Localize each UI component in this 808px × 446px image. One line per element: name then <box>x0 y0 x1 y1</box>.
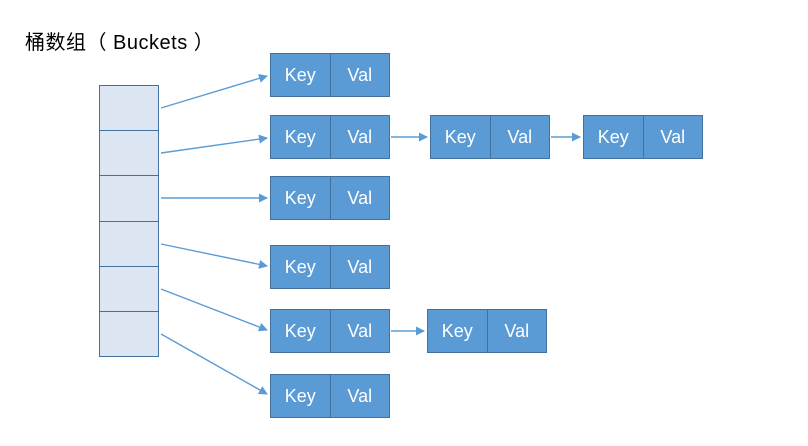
hash-node-row2-3: Key Val <box>583 115 703 159</box>
diagram-title: 桶数组（ Buckets ） <box>25 32 215 54</box>
node-key-cell: Key <box>271 310 331 352</box>
node-val-cell: Val <box>660 126 686 147</box>
node-val-cell: Val <box>347 187 373 208</box>
hash-node-row1-1: Key Val <box>270 53 390 97</box>
hash-node-row6-1: Key Val <box>270 374 390 418</box>
node-key-cell: Key <box>584 116 644 158</box>
arrow-bucket4-to-row4 <box>160 243 268 269</box>
arrow-bucket1-to-row1 <box>160 74 268 109</box>
hash-node-row2-2: Key Val <box>430 115 550 159</box>
node-val-cell: Val <box>347 256 373 277</box>
node-val-cell: Val <box>347 126 373 147</box>
hash-node-row5-2: Key Val <box>427 309 547 353</box>
node-val-cell: Val <box>504 320 530 341</box>
node-key-cell: Key <box>271 375 331 417</box>
arrow-bucket2-to-row2 <box>160 134 268 154</box>
node-key-cell: Key <box>271 177 331 219</box>
hash-node-row3-1: Key Val <box>270 176 390 220</box>
node-key-cell: Key <box>271 246 331 288</box>
hash-node-row4-1: Key Val <box>270 245 390 289</box>
node-key-cell: Key <box>431 116 491 158</box>
hash-node-row2-1: Key Val <box>270 115 390 159</box>
hash-node-row5-1: Key Val <box>270 309 390 353</box>
bucket-array <box>99 85 159 357</box>
node-val-cell: Val <box>347 385 373 406</box>
node-val-cell: Val <box>347 320 373 341</box>
arrow-bucket5-to-row5 <box>160 288 268 332</box>
bucket-cell-4 <box>100 220 158 266</box>
node-key-cell: Key <box>271 116 331 158</box>
node-val-cell: Val <box>347 64 373 85</box>
bucket-cell-1 <box>100 86 158 131</box>
bucket-cell-6 <box>100 310 158 357</box>
bucket-cell-5 <box>100 265 158 311</box>
bucket-cell-3 <box>100 175 158 221</box>
node-val-cell: Val <box>507 126 533 147</box>
arrow-bucket6-to-row6 <box>160 333 268 395</box>
node-key-cell: Key <box>271 54 331 96</box>
node-key-cell: Key <box>428 310 488 352</box>
bucket-cell-2 <box>100 130 158 176</box>
